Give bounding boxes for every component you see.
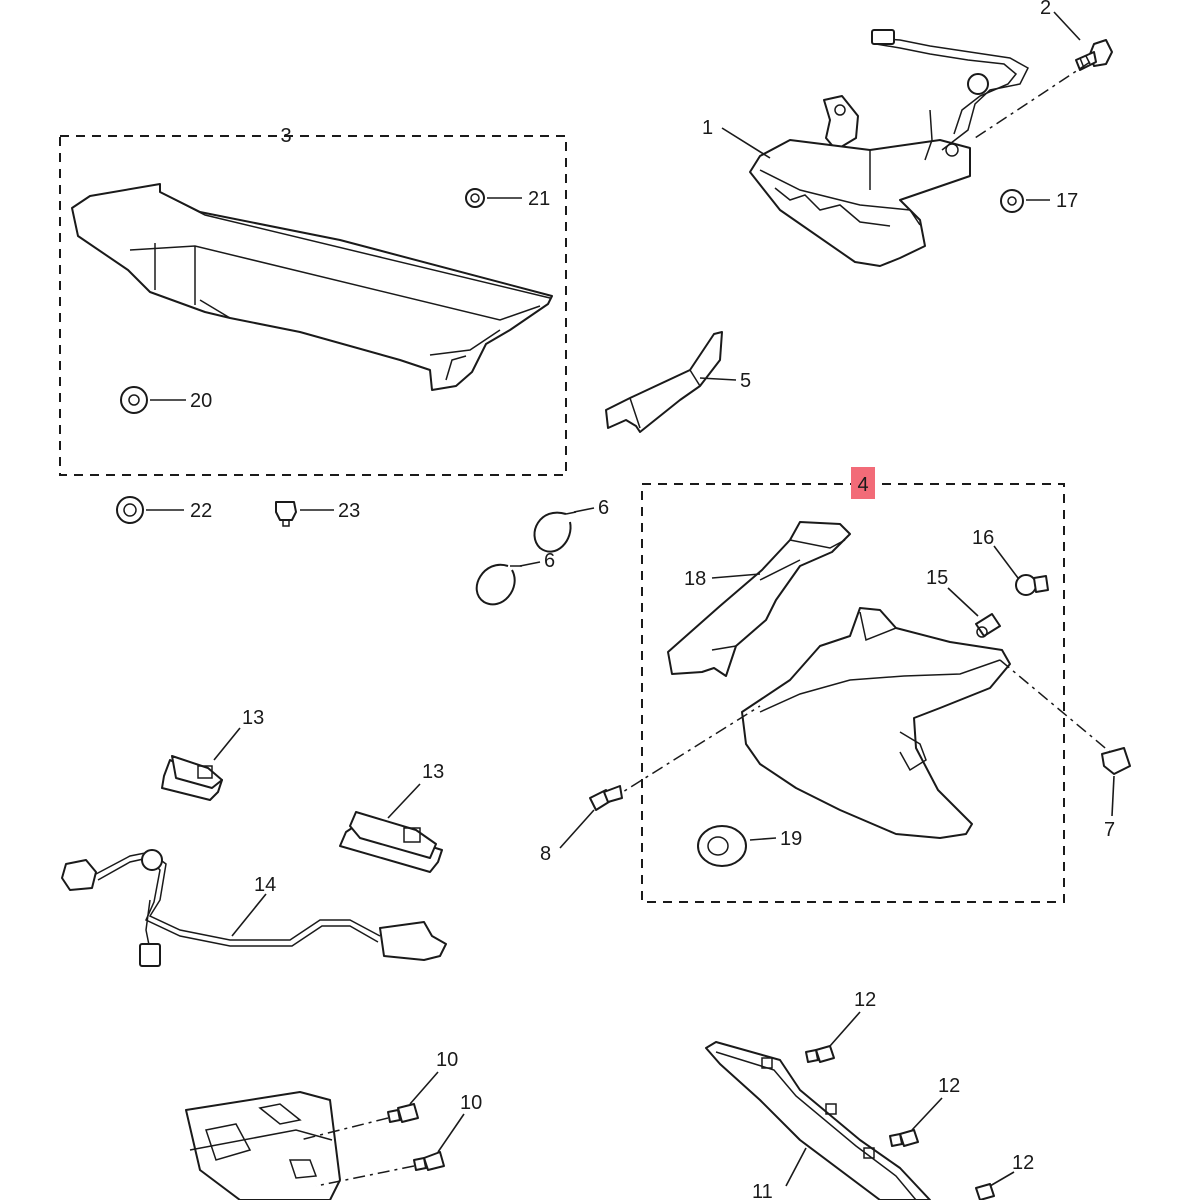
lamp-seal-18 <box>667 521 851 677</box>
callout-21[interactable]: 21 <box>528 188 550 210</box>
screw-12-upper <box>805 1045 835 1063</box>
reflector-strip-11 <box>705 1041 931 1200</box>
bracket-assembly <box>185 1091 341 1200</box>
callout-2[interactable]: 2 <box>1040 0 1051 19</box>
callout-12-middle[interactable]: 12 <box>938 1075 960 1097</box>
callout-19[interactable]: 19 <box>780 828 802 850</box>
seal-6-upper <box>533 511 577 553</box>
grommet-19 <box>697 825 747 867</box>
callout-5[interactable]: 5 <box>740 370 751 392</box>
callout-7[interactable]: 7 <box>1104 819 1115 841</box>
callout-3[interactable]: 3 <box>280 125 291 147</box>
callout-4-highlight <box>851 467 875 499</box>
bulb-16 <box>1015 574 1049 596</box>
callout-14[interactable]: 14 <box>254 874 276 896</box>
callout-20[interactable]: 20 <box>190 390 212 412</box>
callout-17[interactable]: 17 <box>1056 190 1078 212</box>
callout-13-lower[interactable]: 13 <box>422 761 444 783</box>
callout-10-lower[interactable]: 10 <box>460 1092 482 1114</box>
callout-6-lower[interactable]: 6 <box>544 550 555 572</box>
callout-12-upper[interactable]: 12 <box>854 989 876 1011</box>
spoiler-panel <box>71 183 553 391</box>
tail-lamp-housing <box>741 607 1011 839</box>
screw-12-middle <box>889 1129 919 1147</box>
screw-10-lower <box>413 1151 445 1171</box>
group-3-dashed-box <box>59 135 567 476</box>
callout-11[interactable]: 11 <box>752 1181 773 1200</box>
seal-6-lower <box>475 563 522 606</box>
stop-lamp-1 <box>749 95 971 267</box>
screw-2 <box>1075 39 1113 71</box>
callout-1[interactable]: 1 <box>702 117 713 139</box>
callout-18[interactable]: 18 <box>684 568 706 590</box>
trim-bracket-5 <box>605 331 723 433</box>
callout-15[interactable]: 15 <box>926 567 948 589</box>
screw-12-lower <box>975 1183 995 1200</box>
callout-4[interactable]: 4 <box>857 474 868 496</box>
bulb-15 <box>975 613 1001 638</box>
wiring-harness-14 <box>61 849 447 967</box>
callout-6-upper[interactable]: 6 <box>598 497 609 519</box>
callout-13-upper[interactable]: 13 <box>242 707 264 729</box>
washer-20 <box>120 386 148 414</box>
license-lamp-13-upper <box>161 755 223 801</box>
callout-23[interactable]: 23 <box>338 500 360 522</box>
nut-17 <box>1000 189 1024 213</box>
callout-22[interactable]: 22 <box>190 500 212 522</box>
bolt-8 <box>589 785 623 811</box>
screw-10-upper <box>387 1103 419 1123</box>
callout-12-lower[interactable]: 12 <box>1012 1152 1034 1174</box>
license-lamp-13-lower <box>339 811 443 873</box>
grommet-22 <box>116 496 144 524</box>
callout-8[interactable]: 8 <box>540 843 551 865</box>
washer-21 <box>465 188 485 208</box>
lamp-1-wiring-harness <box>871 29 1029 161</box>
callout-16[interactable]: 16 <box>972 527 994 549</box>
nut-7 <box>1101 747 1131 775</box>
clip-23 <box>275 501 297 527</box>
callout-10-upper[interactable]: 10 <box>436 1049 458 1071</box>
